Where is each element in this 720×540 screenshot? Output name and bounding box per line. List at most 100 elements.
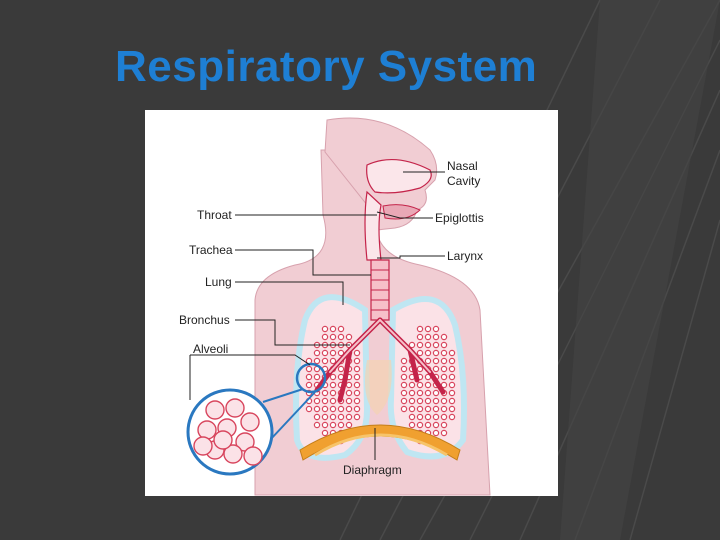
heart-shape [364, 360, 392, 415]
label-bronchus: Bronchus [179, 313, 230, 327]
alveolus-dot [408, 421, 416, 429]
alveolus-dot [424, 381, 432, 389]
alveolus-dot [440, 413, 448, 421]
alveolus-dot [424, 325, 432, 333]
alveolus-dot [416, 389, 424, 397]
diagram-figure: Nasal Cavity Epiglottis Larynx Throat Tr… [145, 110, 558, 496]
alveolus-dot [353, 349, 361, 357]
alveolus-dot [321, 349, 329, 357]
alveolus-dot [329, 413, 337, 421]
alveolus-dot [400, 381, 408, 389]
alveolus-dot [313, 349, 321, 357]
alveolus-dot [337, 413, 345, 421]
alveolus-dot [424, 421, 432, 429]
alveolus-dot [448, 413, 456, 421]
alveolus-sac [243, 446, 263, 466]
alveolus-dot [337, 333, 345, 341]
alveolus-dot [329, 389, 337, 397]
alveolus-dot [416, 397, 424, 405]
alveolus-dot [329, 421, 337, 429]
alveolus-dot [353, 413, 361, 421]
label-alveoli: Alveoli [193, 342, 228, 356]
alveolus-dot [337, 405, 345, 413]
alveolus-dot [448, 365, 456, 373]
alveoli-inset-sacs [193, 398, 263, 466]
alveolus-dot [408, 381, 416, 389]
alveolus-dot [345, 413, 353, 421]
alveolus-dot [345, 397, 353, 405]
alveolus-dot [416, 365, 424, 373]
alveolus-dot [408, 405, 416, 413]
alveolus-dot [432, 349, 440, 357]
alveolus-dot [345, 381, 353, 389]
diaphragm-inner [314, 433, 448, 457]
alveolus-dot [408, 397, 416, 405]
throat-shape [364, 190, 382, 261]
alveolus-dot [313, 357, 321, 365]
alveolus-dot [321, 389, 329, 397]
alveolus-dot [448, 357, 456, 365]
alveolus-dot [305, 373, 313, 381]
alveolus-dot [305, 365, 313, 373]
alveolus-dot [400, 373, 408, 381]
alveolus-dot [424, 349, 432, 357]
alveolus-dot [448, 389, 456, 397]
alveolus-dot [440, 405, 448, 413]
alveolus-dot [345, 405, 353, 413]
alveolus-dot [353, 357, 361, 365]
alveolus-dot [321, 357, 329, 365]
alveolus-dot [432, 429, 440, 437]
alveolus-dot [321, 429, 329, 437]
alveolus-dot [329, 333, 337, 341]
alveolus-dot [440, 333, 448, 341]
alveolus-dot [313, 421, 321, 429]
alveolus-dot [353, 373, 361, 381]
alveolus-sac [197, 420, 217, 440]
alveolus-dot [400, 365, 408, 373]
alveolus-dot [440, 357, 448, 365]
alveolus-dot [305, 405, 313, 413]
alveolus-dot [432, 397, 440, 405]
alveolus-dot [424, 405, 432, 413]
alveolus-dot [345, 333, 353, 341]
alveolus-dot [416, 333, 424, 341]
bronchi-inner [329, 319, 431, 373]
alveolus-dot [353, 389, 361, 397]
alveolus-sac [205, 400, 225, 420]
label-epiglottis: Epiglottis [435, 211, 484, 225]
alveolus-dot [313, 373, 321, 381]
alveolus-dot [329, 325, 337, 333]
alveolus-dot [408, 341, 416, 349]
alveolus-dot [440, 397, 448, 405]
alveolus-dot [432, 389, 440, 397]
alveolus-dot [353, 365, 361, 373]
alveolus-sac [225, 398, 245, 418]
alveolus-dot [424, 389, 432, 397]
alveolus-dot [329, 373, 337, 381]
alveolus-dot [400, 357, 408, 365]
label-diaphragm: Diaphragm [343, 463, 402, 477]
label-nasal-line2: Cavity [447, 174, 480, 188]
alveoli-zoom-ring [295, 362, 327, 394]
zoom-connector-top [262, 388, 304, 403]
alveolus-dot [448, 405, 456, 413]
slide-title: Respiratory System [115, 42, 538, 91]
alveolus-dot [337, 365, 345, 373]
alveolus-dot [448, 373, 456, 381]
alveolus-dot [424, 397, 432, 405]
alveolus-dot [353, 405, 361, 413]
alveolus-dot [432, 325, 440, 333]
alveolus-dot [440, 349, 448, 357]
leader-lines [189, 171, 445, 460]
alveolus-dot [321, 421, 329, 429]
alveolus-dot [448, 381, 456, 389]
alveolus-dot [416, 413, 424, 421]
alveolus-dot [321, 333, 329, 341]
alveolus-dot [432, 365, 440, 373]
alveolus-dot [337, 325, 345, 333]
alveolus-dot [432, 357, 440, 365]
alveolus-dot [400, 389, 408, 397]
alveolus-dot [345, 389, 353, 397]
alveolus-dot [337, 349, 345, 357]
